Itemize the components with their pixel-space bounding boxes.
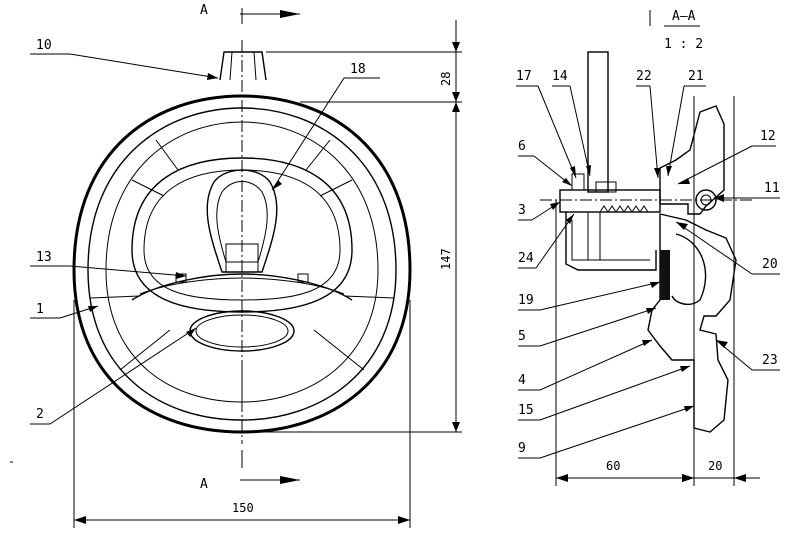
- callout-3: 3: [518, 203, 526, 218]
- callout-18: 18: [350, 62, 366, 77]
- housing-lower: [647, 213, 737, 433]
- section-view-dimensions: 60 20: [556, 459, 760, 482]
- housing-upper: [659, 105, 725, 215]
- dim-20: 20: [708, 459, 722, 473]
- callout-19: 19: [518, 293, 534, 308]
- callout-14: 14: [552, 69, 568, 84]
- callout-17: 17: [516, 69, 532, 84]
- callout-9: 9: [518, 441, 526, 456]
- callout-12: 12: [760, 129, 776, 144]
- section-mark-top: A: [200, 3, 208, 18]
- dim-28: 28: [439, 72, 453, 86]
- callout-4: 4: [518, 373, 526, 388]
- section-view-callouts: 17 14 22 21 6 12 3 11 24: [516, 69, 780, 459]
- spring: [660, 250, 670, 300]
- section-view: A–A 1 : 2: [540, 9, 752, 486]
- section-title-name: A–A: [672, 9, 696, 24]
- callout-10: 10: [36, 38, 52, 53]
- callout-1: 1: [36, 302, 44, 317]
- dim-150: 150: [232, 501, 254, 515]
- callout-13: 13: [36, 250, 52, 265]
- callout-6: 6: [518, 139, 526, 154]
- callout-20: 20: [762, 257, 778, 272]
- dim-147: 147: [439, 248, 453, 270]
- callout-15: 15: [518, 403, 534, 418]
- handle-bar: [587, 51, 609, 193]
- section-title-scale: 1 : 2: [664, 37, 703, 52]
- callout-23: 23: [762, 353, 778, 368]
- callout-2: 2: [36, 407, 44, 422]
- callout-24: 24: [518, 251, 534, 266]
- section-mark-bottom: A: [200, 477, 208, 492]
- dim-60: 60: [606, 459, 620, 473]
- callout-22: 22: [636, 69, 652, 84]
- stem-outline: [219, 51, 267, 81]
- callout-5: 5: [518, 329, 526, 344]
- front-view-dimensions: 28 147 150: [73, 20, 462, 528]
- callout-11: 11: [764, 181, 780, 196]
- callout-21: 21: [688, 69, 704, 84]
- front-view-callouts: 10 18 13 1 2: [30, 38, 380, 425]
